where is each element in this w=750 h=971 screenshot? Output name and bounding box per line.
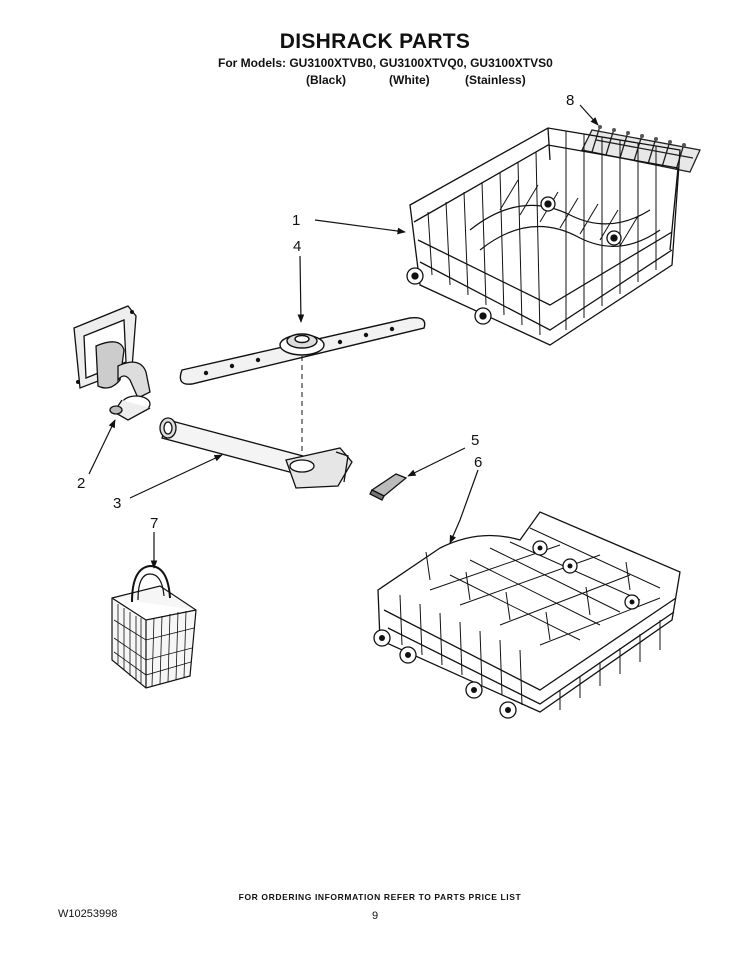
part-5-clip [369, 473, 408, 501]
variant-stainless: (Stainless) [465, 73, 526, 87]
part-6-lower-rack [373, 511, 681, 719]
callout-7: 7 [150, 515, 158, 532]
part-2-water-manifold [73, 305, 151, 421]
callout-2: 2 [77, 475, 85, 492]
callout-5: 5 [471, 432, 479, 449]
callout-6: 6 [474, 454, 482, 471]
callout-3: 3 [113, 495, 121, 512]
document-number: W10253998 [58, 908, 118, 920]
ordering-note: FOR ORDERING INFORMATION REFER TO PARTS … [238, 892, 522, 902]
page-title: DISHRACK PARTS [279, 30, 471, 53]
variant-black: (Black) [306, 73, 347, 87]
callout-1: 1 [292, 212, 300, 229]
part-3-feed-tube [159, 417, 353, 489]
callout-4: 4 [293, 238, 301, 255]
callout-8: 8 [566, 92, 574, 109]
page-number: 9 [372, 910, 379, 922]
models-line: For Models: GU3100XTVB0, GU3100XTVQ0, GU… [218, 56, 553, 70]
leader-lines [88, 104, 599, 569]
part-7-silverware-basket [111, 564, 197, 689]
variant-white: (White) [389, 73, 430, 87]
part-1-upper-rack [406, 127, 681, 346]
part-4-upper-spray-arm [179, 317, 426, 455]
part-8-tine-clips [581, 125, 701, 173]
